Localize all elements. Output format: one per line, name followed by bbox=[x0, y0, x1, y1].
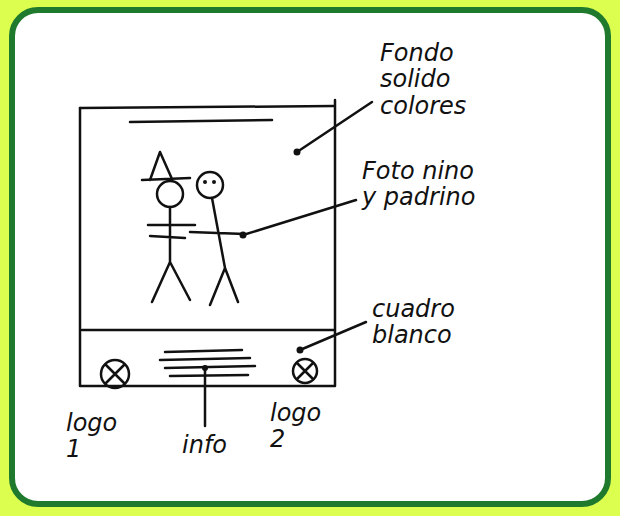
card-outline bbox=[80, 100, 335, 386]
logo-cross bbox=[106, 365, 124, 383]
annotation-label: info bbox=[182, 432, 262, 458]
title-bar-line bbox=[130, 120, 272, 122]
logo-symbol bbox=[101, 360, 129, 388]
info-lines bbox=[160, 350, 255, 376]
leader-dot bbox=[297, 347, 304, 354]
leader-line bbox=[297, 102, 372, 152]
godparent-head bbox=[197, 172, 223, 198]
annotation-label: logo 1 bbox=[66, 410, 122, 463]
annotation-label: Fondo solido colores bbox=[380, 40, 520, 119]
leader-line bbox=[243, 200, 356, 235]
godparent-body bbox=[190, 198, 245, 305]
child-head bbox=[157, 181, 183, 207]
white-box-edge bbox=[82, 329, 334, 332]
leader-line bbox=[300, 322, 366, 350]
witch-hat bbox=[142, 152, 190, 180]
logo-cross bbox=[297, 363, 313, 379]
leader-dot bbox=[294, 149, 301, 156]
leader-line bbox=[204, 368, 207, 426]
child-body bbox=[148, 207, 195, 302]
annotation-label: logo 2 bbox=[270, 400, 326, 453]
eye-dot bbox=[203, 180, 207, 184]
leader-dot bbox=[202, 365, 208, 371]
frame-border bbox=[12, 10, 608, 504]
logo-symbol bbox=[293, 359, 317, 383]
annotation-label: cuadro blanco bbox=[372, 296, 492, 349]
card-top-edge bbox=[80, 106, 334, 108]
leader-dot bbox=[240, 232, 247, 239]
eye-dot bbox=[212, 180, 216, 184]
annotation-label: Foto nino y padrino bbox=[362, 158, 482, 211]
